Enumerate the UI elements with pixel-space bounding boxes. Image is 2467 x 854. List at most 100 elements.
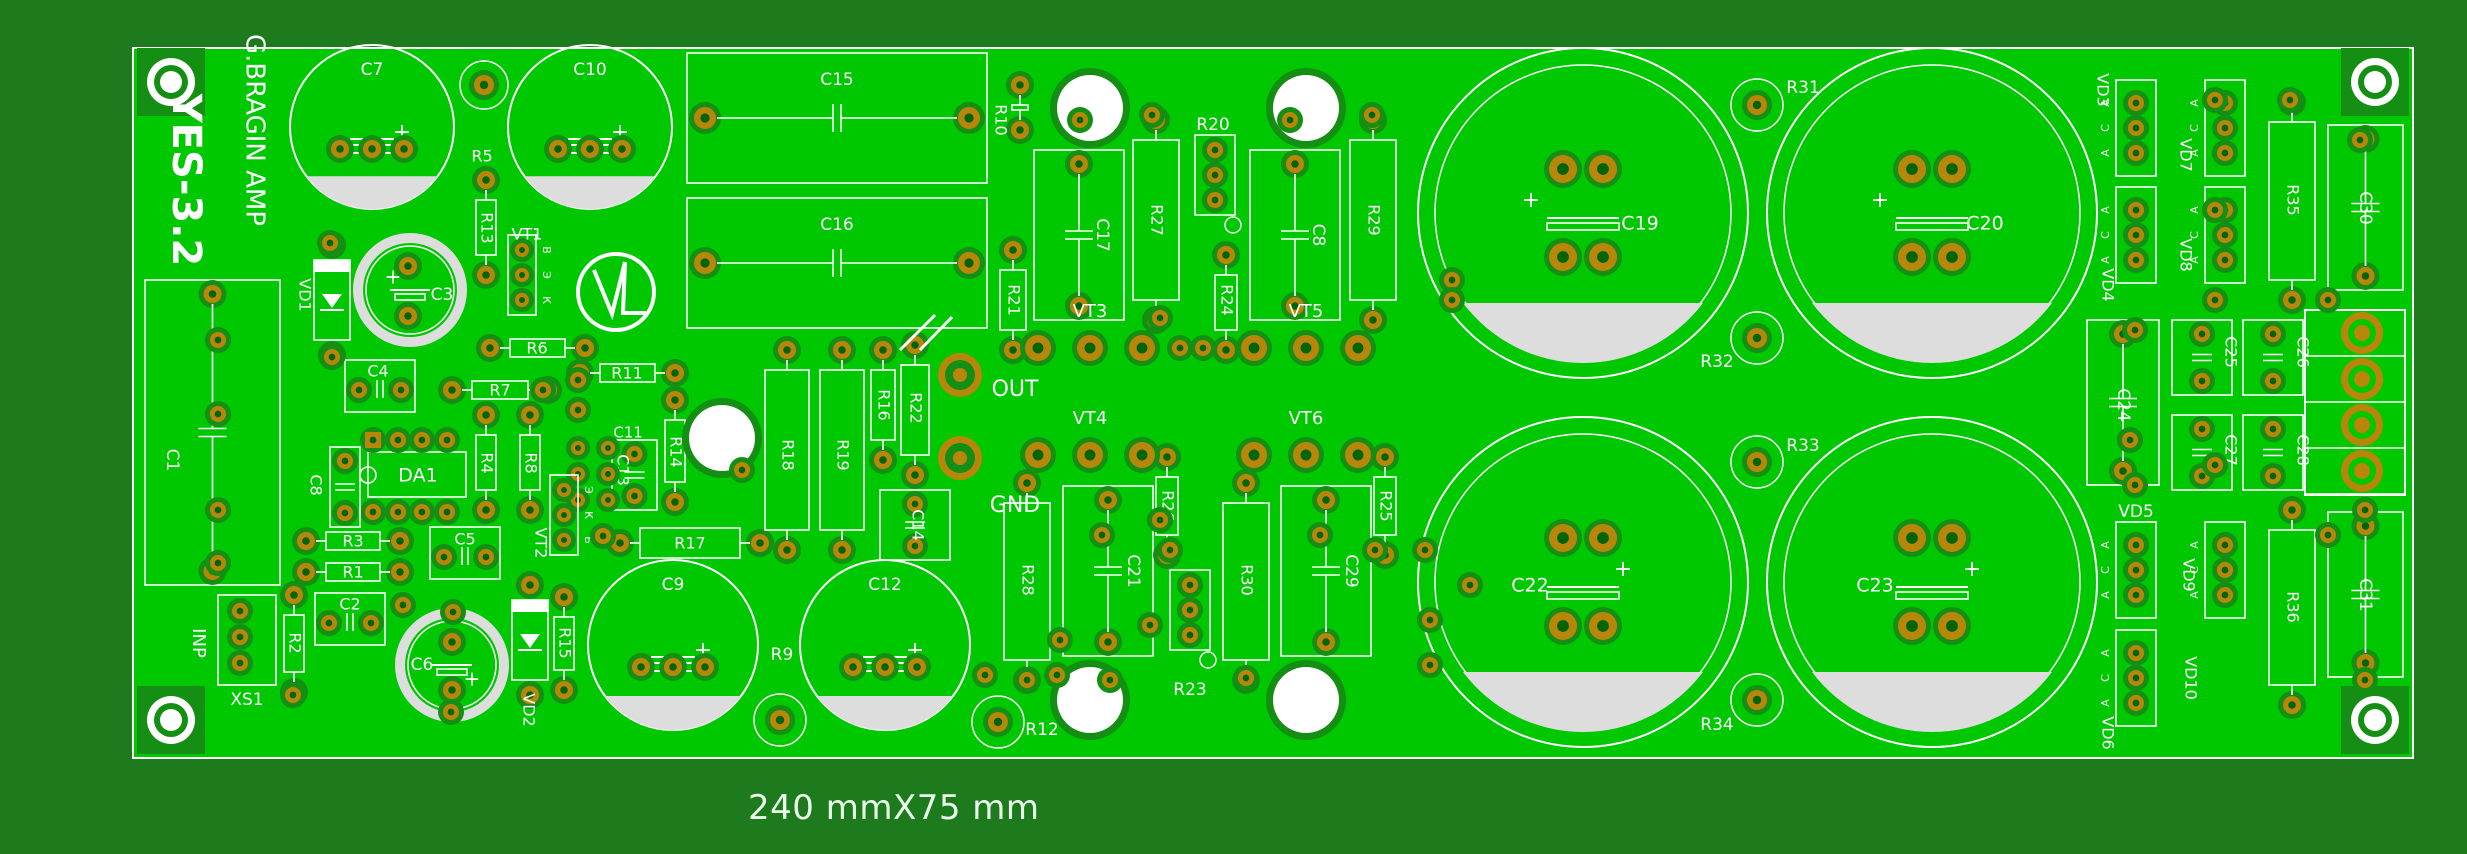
silk-label: A: [2099, 149, 2112, 157]
silk-label: Э: [540, 271, 553, 279]
capacitor-C23: + C23: [1766, 416, 2098, 748]
silk-label: DA1: [398, 465, 437, 487]
silk-label: R28: [1019, 564, 1038, 595]
pad: [953, 247, 985, 279]
pad: [659, 653, 687, 681]
silk-label: A: [2099, 699, 2112, 707]
resistor-R17: R17: [606, 527, 774, 559]
silk-label: C27: [2222, 434, 2241, 466]
pad: [2278, 691, 2306, 719]
pad: [1124, 330, 1160, 366]
pad: [2202, 197, 2228, 223]
pad: [552, 528, 576, 552]
pad: [1584, 150, 1622, 188]
resistor-R1: R1: [292, 558, 414, 586]
pad: [317, 230, 343, 256]
diode-VD2: VD2: [511, 571, 549, 727]
pad: [746, 529, 774, 557]
logo-vl: [576, 252, 656, 332]
silk-label: A: [2188, 206, 2201, 214]
silk-label: Б: [582, 536, 595, 544]
resistor-R33: R33: [1730, 435, 1820, 489]
silk-label: A: [2188, 591, 2201, 599]
pad: [2189, 416, 2215, 442]
pad: [691, 653, 719, 681]
capacitor-C7: +C7: [289, 44, 455, 210]
silk-label: +: [1963, 557, 1981, 582]
pad: [394, 252, 422, 280]
silk-label: A: [2099, 649, 2112, 657]
pad: [516, 571, 544, 599]
pad: [1013, 469, 1041, 497]
silk-label: A: [2099, 541, 2112, 549]
pad: [2123, 640, 2149, 666]
pad: [2202, 87, 2228, 113]
silk-label: C26: [2294, 336, 2313, 368]
pad: [1097, 667, 1123, 693]
silk-label: R35: [2284, 184, 2303, 215]
pad: [358, 610, 384, 636]
silk-label: C12: [868, 575, 902, 595]
pad: [360, 499, 386, 525]
silk-label: B: [540, 246, 553, 254]
pad: [438, 376, 466, 404]
pad: [1417, 607, 1443, 633]
capacitor-C2: C2: [314, 592, 386, 646]
pad: [550, 583, 578, 611]
pad: [205, 550, 231, 576]
silk-label: A: [2188, 541, 2201, 549]
capacitor-C14: C14: [879, 489, 951, 561]
pad: [438, 676, 466, 704]
pad: [1094, 486, 1122, 514]
pad: [280, 581, 308, 609]
capacitor-C15: C15: [686, 52, 988, 184]
pad: [431, 544, 457, 570]
pad: [1190, 335, 1216, 361]
silk-label: C28: [2294, 434, 2313, 466]
silk-label: R25: [1377, 490, 1396, 521]
pad: [332, 500, 358, 526]
pad: [1584, 238, 1622, 276]
pad: [1167, 335, 1193, 361]
pad: [316, 610, 342, 636]
pad: [565, 367, 591, 393]
pad: [2278, 286, 2306, 314]
pad: [1202, 137, 1228, 163]
pad: [1312, 628, 1340, 656]
silk-label: R10: [992, 104, 1011, 135]
resistor-R4: R4: [472, 401, 500, 524]
pad: [1933, 150, 1971, 188]
silk-label: C11: [613, 424, 643, 442]
pad: [1893, 150, 1931, 188]
mounting-hole: [1273, 667, 1339, 733]
silk-label: VD8: [2177, 238, 2196, 271]
pad: [661, 386, 689, 414]
pad: [1457, 572, 1483, 598]
capacitor-C25: C25: [2171, 319, 2241, 396]
resistor-R32: R32: [1700, 311, 1784, 372]
pad: [1742, 685, 1772, 715]
silk-label: +: [385, 265, 402, 289]
silk-label: VT2: [532, 528, 551, 559]
pad: [689, 247, 721, 279]
silk-label: C: [2099, 566, 2112, 574]
pad: [571, 334, 599, 362]
silk-label: C25: [2222, 336, 2241, 368]
silk-label: A: [2188, 149, 2201, 157]
pad: [1281, 292, 1309, 320]
pad: [1044, 662, 1070, 688]
pad: [590, 523, 616, 549]
capacitor-C3: C3+: [353, 233, 467, 347]
pad: [902, 533, 928, 559]
silk-label: R7: [489, 381, 510, 400]
pad: [621, 483, 648, 509]
pad: [2260, 463, 2286, 489]
silk-label: VT3: [1073, 301, 1108, 322]
pad: [1439, 267, 1465, 293]
silk-label: C23: [1856, 575, 1893, 597]
pad: [2212, 532, 2238, 558]
pad: [1177, 572, 1203, 598]
silk-label: R6: [526, 339, 547, 358]
